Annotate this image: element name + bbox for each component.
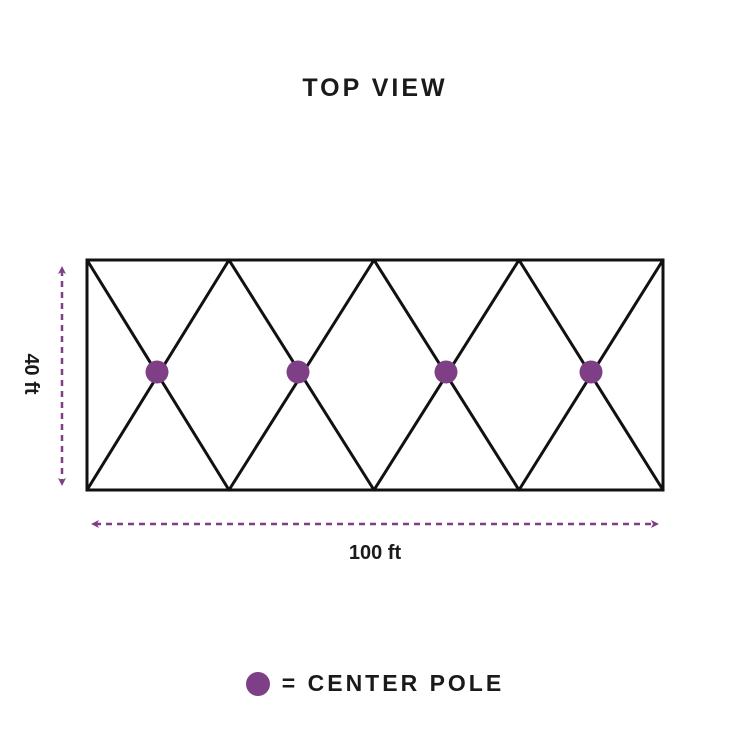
width-dimension-label: 100 ft (348, 542, 402, 564)
center-pole (579, 360, 603, 384)
height-dimension-label: 40 ft (20, 353, 42, 395)
legend: = CENTER POLE (0, 670, 750, 697)
center-poles (145, 360, 603, 384)
diagram-title: TOP VIEW (302, 74, 448, 102)
tent-outline (85, 258, 665, 492)
center-pole-legend-swatch (245, 671, 270, 696)
truss-lines (85, 258, 665, 492)
legend-text: = CENTER POLE (281, 670, 505, 696)
center-pole (434, 360, 458, 384)
center-pole (286, 360, 310, 384)
center-pole (145, 360, 169, 384)
